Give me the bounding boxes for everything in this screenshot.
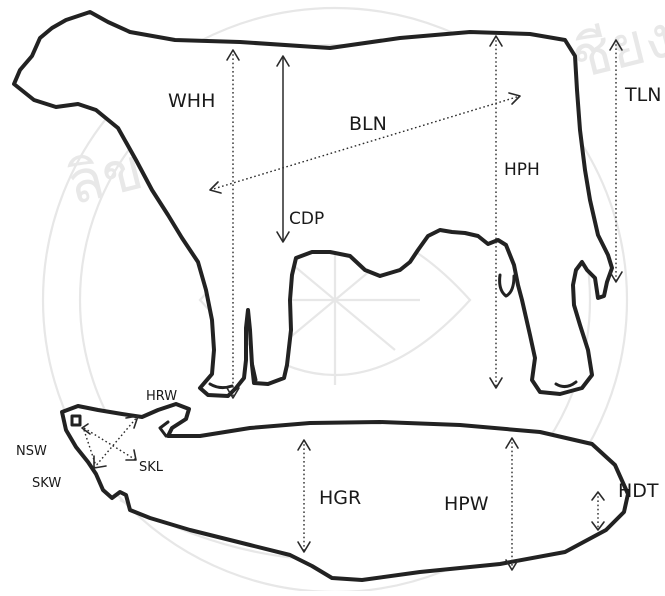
label-skl: SKL — [139, 460, 164, 475]
label-hph: HPH — [504, 160, 540, 180]
label-cdp: CDP — [289, 209, 324, 229]
cow-top-view: HRW NSW SKW SKL HGR HPW HDT — [16, 389, 659, 580]
label-hgr: HGR — [319, 487, 361, 509]
label-skw: SKW — [32, 476, 61, 491]
label-nsw: NSW — [16, 444, 47, 459]
cow-udder — [500, 275, 514, 296]
label-hdt: HDT — [618, 480, 659, 502]
label-hrw: HRW — [146, 389, 177, 404]
label-tln: TLN — [624, 84, 661, 106]
label-hpw: HPW — [444, 493, 489, 515]
label-whh: WHH — [168, 90, 215, 112]
label-bln: BLN — [349, 113, 387, 135]
